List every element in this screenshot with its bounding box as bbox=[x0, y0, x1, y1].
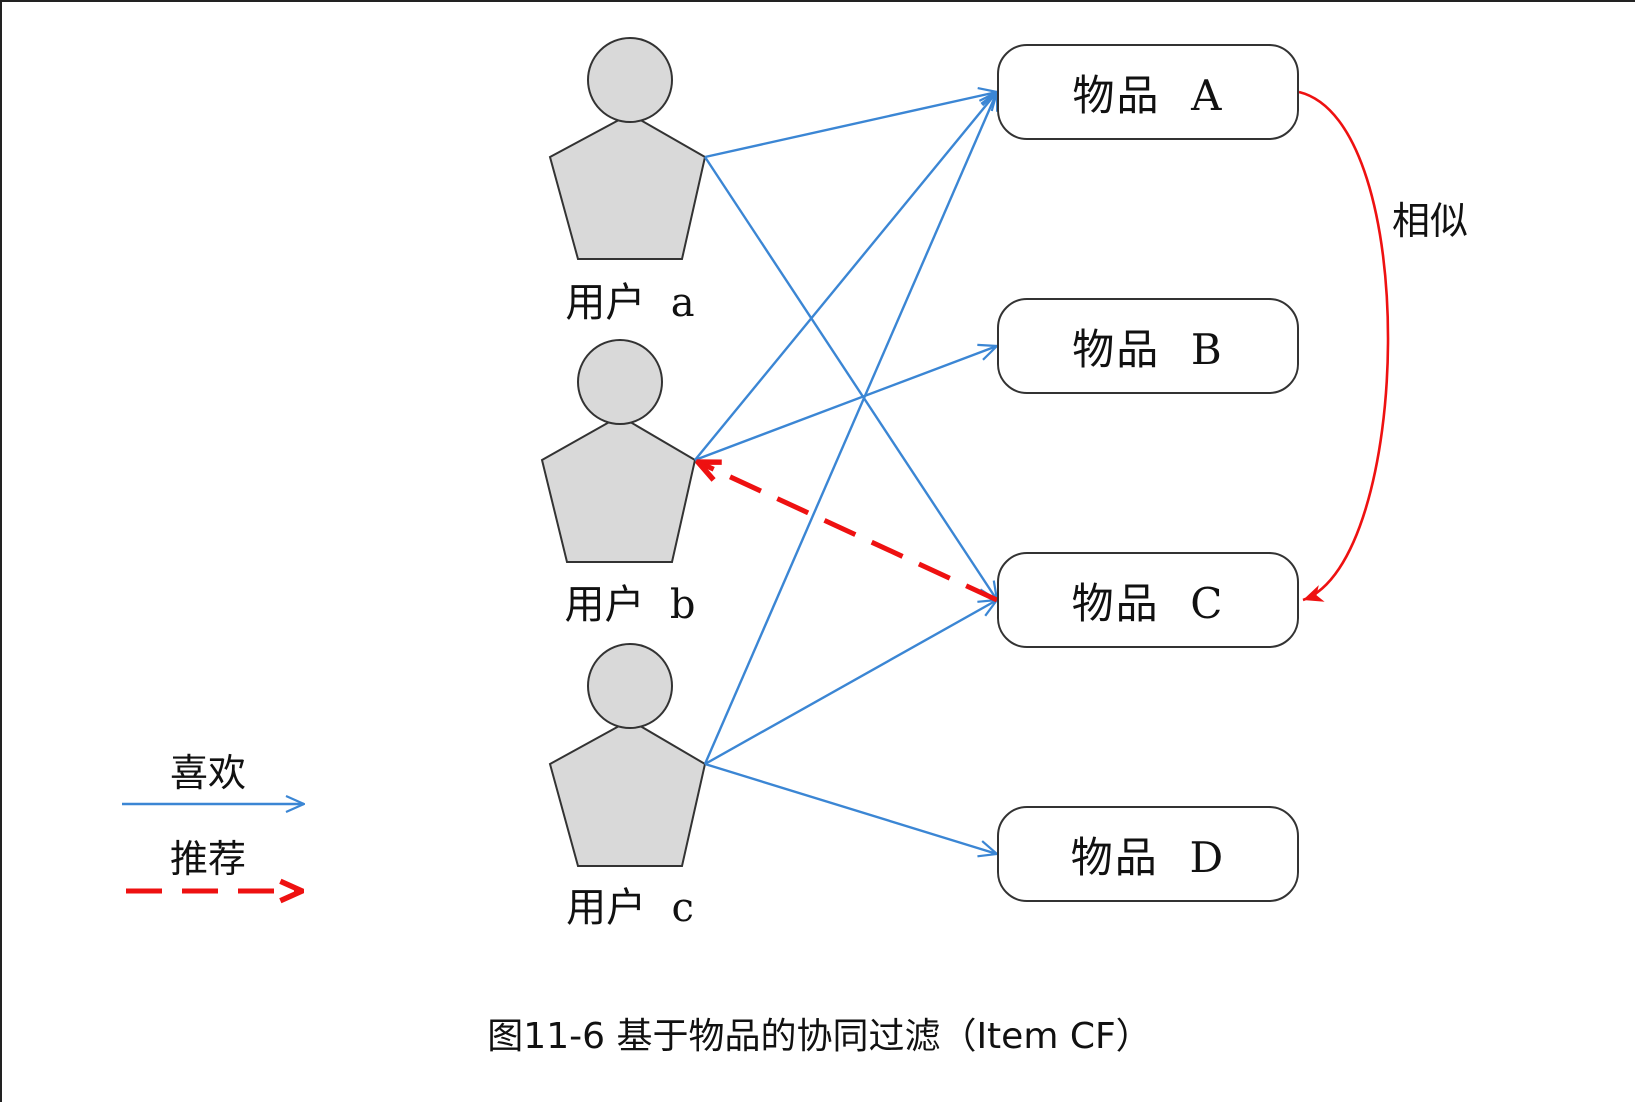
item-label-D: 物品 D bbox=[1070, 832, 1226, 882]
figure-caption: 图11-6 基于物品的协同过滤（Item CF） bbox=[487, 1016, 1152, 1057]
like-edge-a-C bbox=[703, 156, 997, 600]
user-label-c: 用户 c bbox=[566, 885, 694, 931]
similarity-label: 相似 bbox=[1392, 199, 1469, 243]
user-a-figure bbox=[548, 37, 707, 260]
item-label-A: 物品 A bbox=[1072, 70, 1224, 120]
user-b-figure bbox=[540, 339, 697, 563]
like-edge-b-B bbox=[694, 346, 997, 462]
like-edge-c-C bbox=[704, 600, 997, 766]
like-edge-b-A bbox=[694, 92, 997, 461]
similarity-arc-A-C bbox=[1298, 90, 1390, 602]
recommend-edge-C-b bbox=[698, 462, 999, 603]
item-box-A: 物品 A bbox=[997, 44, 1299, 140]
item-box-B: 物品 B bbox=[997, 298, 1299, 394]
item-label-B: 物品 B bbox=[1072, 324, 1224, 374]
item-box-D: 物品 D bbox=[997, 806, 1299, 902]
like-edge-c-D bbox=[704, 762, 997, 854]
user-label-b: 用户 b bbox=[564, 582, 696, 628]
user-b-body bbox=[540, 414, 697, 563]
like-edge-c-A bbox=[703, 92, 997, 765]
user-a-head bbox=[587, 37, 673, 123]
like-edge-a-A bbox=[704, 92, 997, 159]
user-c-figure bbox=[548, 643, 707, 867]
legend-recommend-label: 推荐 bbox=[170, 837, 247, 881]
user-a-body bbox=[548, 112, 707, 260]
item-label-C: 物品 C bbox=[1071, 578, 1225, 628]
legend-like-label: 喜欢 bbox=[170, 751, 247, 795]
item-box-C: 物品 C bbox=[997, 552, 1299, 648]
user-b-head bbox=[577, 339, 663, 425]
user-c-head bbox=[587, 643, 673, 729]
user-c-body bbox=[548, 718, 707, 867]
user-label-a: 用户 a bbox=[565, 280, 695, 326]
